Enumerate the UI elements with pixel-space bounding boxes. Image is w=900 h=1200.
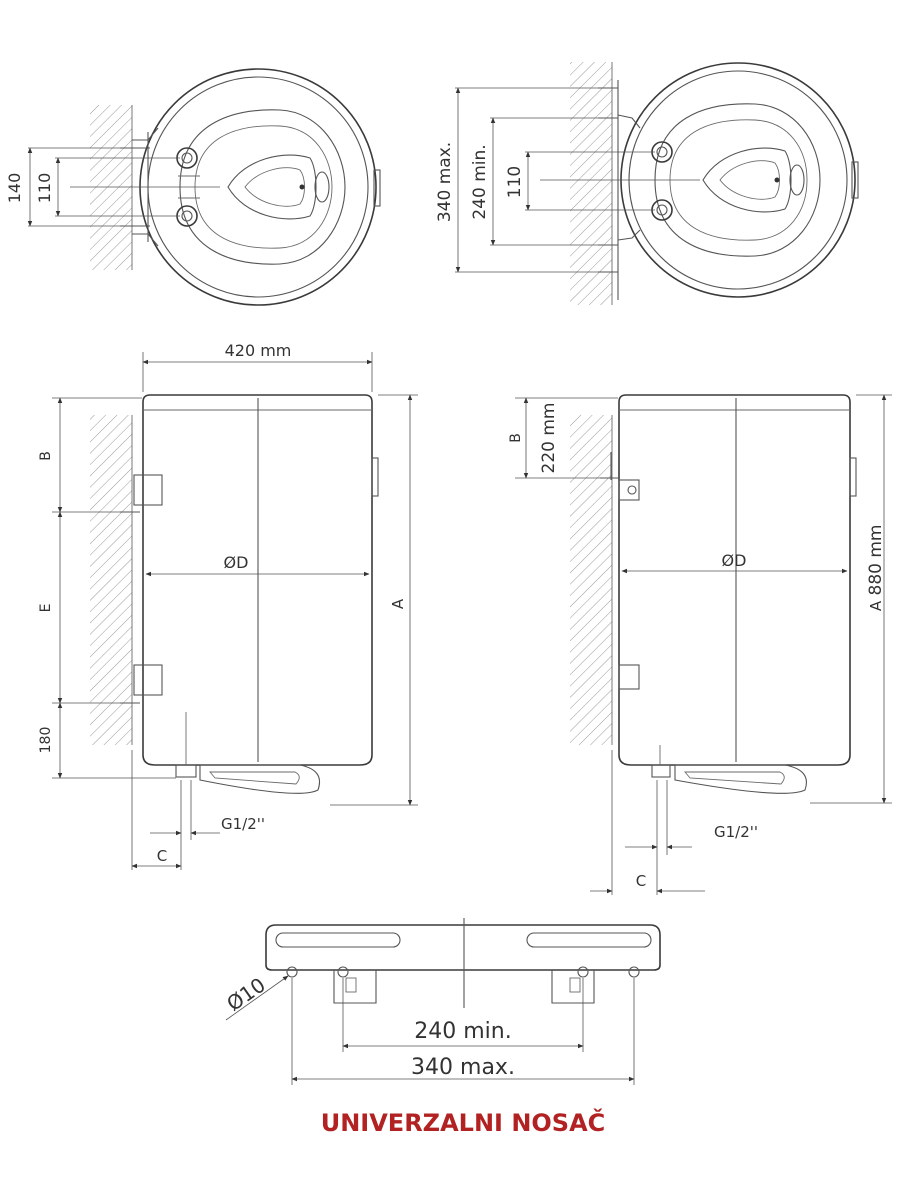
dim-b: B	[38, 451, 54, 461]
dim-a: A	[867, 600, 885, 611]
top-view-left: 140 110	[5, 68, 381, 306]
tank-body	[618, 394, 851, 766]
top-view-right: 340 max. 240 min. 110	[435, 62, 859, 305]
dim-a: A	[389, 598, 407, 609]
dim-thread: G1/2''	[221, 815, 265, 833]
tank-body	[142, 394, 373, 766]
dim-diameter: ØD	[224, 553, 249, 572]
dim-240-min: 240 min.	[470, 144, 490, 219]
dim-180: 180	[38, 727, 54, 754]
wall-hatch	[90, 415, 132, 745]
wall-hatch	[90, 105, 132, 270]
caption: UNIVERZALNI NOSAČ	[321, 1107, 606, 1137]
universal-bracket: Ø10 240 min. 340 max.	[222, 918, 661, 1085]
wall-hatch	[570, 62, 612, 305]
dim-140: 140	[5, 173, 24, 204]
dim-110: 110	[505, 166, 525, 198]
dim-220: 220 mm	[539, 403, 559, 474]
dim-hole: Ø10	[222, 973, 270, 1016]
dim-340-max: 340 max.	[435, 142, 455, 222]
dim-c: C	[157, 847, 167, 865]
dim-bracket-min: 240 min.	[414, 1019, 511, 1044]
dim-diameter: ØD	[722, 551, 747, 570]
dim-bracket-max: 340 max.	[411, 1055, 515, 1080]
dim-e: E	[38, 604, 54, 613]
wall-hatch	[570, 415, 612, 745]
dim-width: 420 mm	[225, 341, 292, 360]
dim-height: 880 mm	[866, 525, 886, 596]
dim-thread: G1/2''	[714, 823, 758, 841]
dim-c: C	[636, 872, 646, 890]
dim-b: B	[508, 433, 524, 443]
dim-110: 110	[35, 173, 54, 204]
front-view-right: B 220 mm ØD A 880 mm G1/2'' C	[508, 394, 892, 895]
front-view-left: 420 mm ØD A B E 180 G1/2'' C	[38, 341, 418, 870]
